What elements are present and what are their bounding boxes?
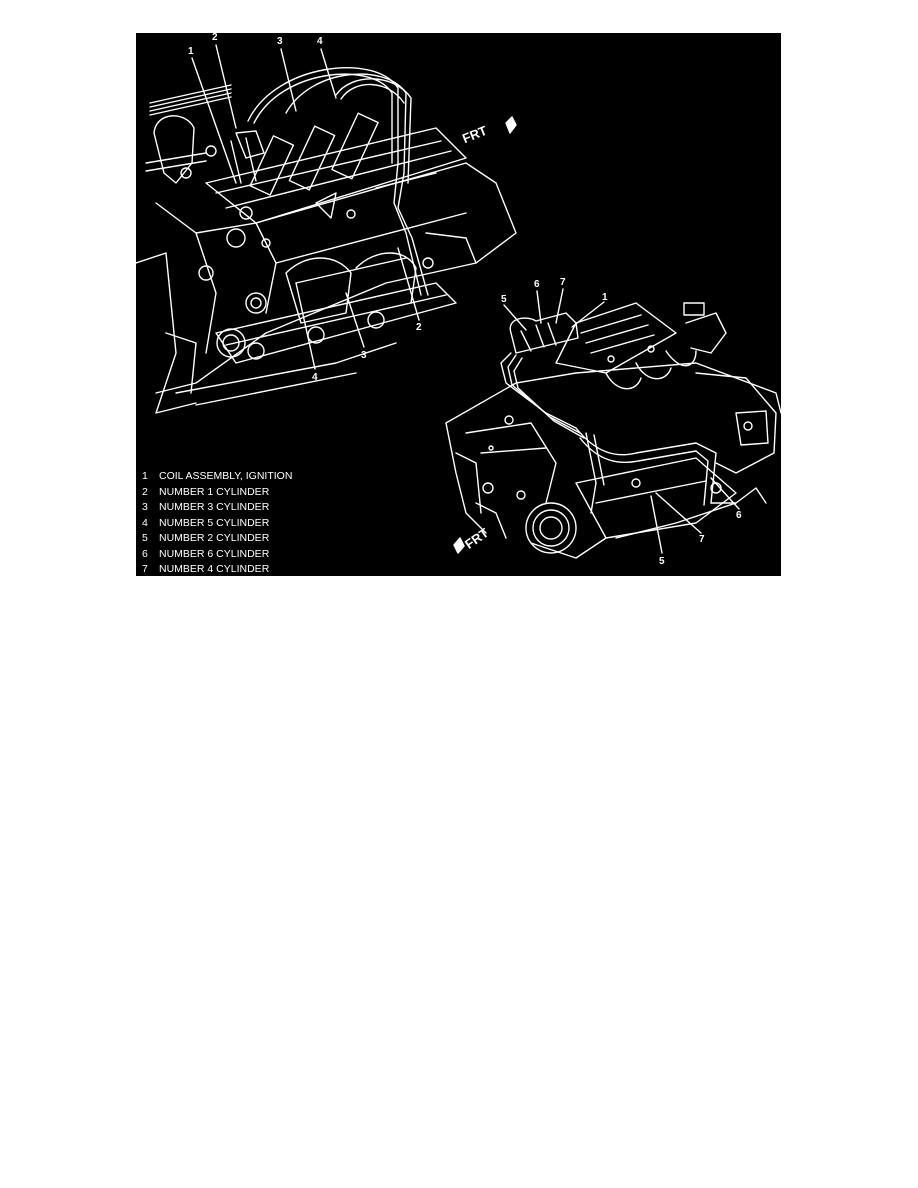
legend-item: 5 NUMBER 2 CYLINDER (142, 532, 292, 548)
legend-text: NUMBER 4 CYLINDER (159, 563, 270, 575)
callout-6: 6 (534, 279, 540, 290)
callout-7: 7 (699, 534, 705, 545)
legend-item: 7 NUMBER 4 CYLINDER (142, 563, 292, 576)
legend-number: 1 (142, 470, 148, 482)
legend-item: 3 NUMBER 3 CYLINDER (142, 501, 292, 517)
callout-4: 4 (317, 36, 323, 47)
engine-diagram: 1 2 3 4 2 3 4 FRT 5 6 7 1 6 7 5 FRT 1 CO… (136, 33, 781, 576)
legend-number: 4 (142, 516, 148, 529)
legend-text: NUMBER 5 CYLINDER (159, 516, 270, 529)
engine-line-art (136, 44, 781, 559)
callout-5: 5 (501, 294, 507, 305)
legend-text: NUMBER 2 CYLINDER (159, 532, 270, 544)
callout-1: 1 (602, 292, 608, 303)
legend-number: 7 (142, 563, 148, 575)
legend-item: 1 COIL ASSEMBLY, IGNITION (142, 470, 292, 486)
callout-2: 2 (416, 322, 422, 333)
legend: 1 COIL ASSEMBLY, IGNITION 2 NUMBER 1 CYL… (142, 470, 292, 576)
legend-text: NUMBER 1 CYLINDER (159, 485, 270, 498)
top-engine-drawing (136, 44, 517, 414)
callout-5: 5 (659, 556, 665, 567)
legend-text: COIL ASSEMBLY, IGNITION (159, 470, 293, 482)
legend-text: NUMBER 3 CYLINDER (159, 501, 270, 513)
callout-6: 6 (736, 510, 742, 521)
legend-item: 2 NUMBER 1 CYLINDER (142, 486, 292, 502)
bottom-engine-drawing (445, 288, 781, 559)
legend-number: 5 (142, 532, 148, 544)
callout-3: 3 (277, 36, 283, 47)
callout-3: 3 (361, 350, 367, 361)
legend-item: 6 NUMBER 6 CYLINDER (142, 548, 292, 564)
legend-number: 2 (142, 485, 148, 498)
callout-4: 4 (312, 372, 318, 383)
callout-7: 7 (560, 277, 566, 288)
callout-1: 1 (188, 46, 194, 57)
frt-arrow-top-icon (505, 116, 517, 134)
legend-item: 4 NUMBER 5 CYLINDER (142, 517, 292, 533)
legend-number: 3 (142, 501, 148, 513)
callout-2: 2 (212, 33, 218, 43)
frt-arrow-bottom-icon (453, 537, 465, 554)
legend-text: NUMBER 6 CYLINDER (159, 547, 270, 560)
legend-number: 6 (142, 547, 148, 560)
